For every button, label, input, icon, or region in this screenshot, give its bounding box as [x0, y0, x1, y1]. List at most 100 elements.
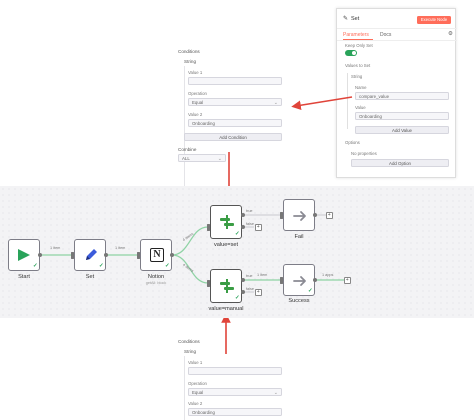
value1-field[interactable] [188, 77, 282, 85]
string-label: String [184, 59, 197, 64]
keep-only-set-label: Keep Only Set [345, 43, 373, 48]
set-input-port[interactable] [71, 252, 74, 259]
fail-add-node-button[interactable]: + [326, 212, 333, 219]
tab-active-underline [343, 39, 373, 40]
success-check-icon: ✓ [99, 263, 104, 269]
tab-docs[interactable]: Docs [380, 32, 392, 38]
if-panel-top: Conditions String Value 1 Operation Equa… [174, 46, 286, 188]
success-add-node-button[interactable]: + [344, 277, 351, 284]
value1-label: Value 1 [188, 70, 203, 75]
if-manual-input-port[interactable] [207, 280, 210, 287]
if-set-input-port[interactable] [207, 224, 210, 231]
set-node-panel: ✎ Set Execute Node Parameters Docs ⚙ Kee… [336, 8, 457, 178]
conn-label-start-set: 1 item [50, 246, 61, 250]
value1-label: Value 1 [188, 360, 203, 365]
panel-header [337, 9, 457, 29]
if-set-add-node-button[interactable]: + [255, 224, 262, 231]
fail-output-port[interactable] [313, 213, 317, 217]
if-manual-node-title: value=manual [208, 306, 244, 312]
arrow-right-icon [293, 276, 306, 286]
success-input-port[interactable] [280, 277, 283, 284]
conn-notion-if-manual [171, 254, 209, 284]
success-check-icon: ✓ [165, 263, 170, 269]
notion-icon: N [150, 248, 164, 262]
connections [40, 214, 344, 293]
if-set-false-label: false [246, 222, 255, 226]
value1-field[interactable] [188, 367, 282, 375]
start-node-title: Start [18, 274, 30, 280]
start-output-port[interactable] [38, 253, 42, 257]
operation-value: Equal [192, 390, 204, 395]
if-manual-add-node-button[interactable]: + [255, 289, 262, 296]
notion-input-port[interactable] [137, 252, 140, 259]
operation-label: Operation [188, 381, 207, 386]
tabs-divider [337, 40, 457, 41]
notion-node[interactable]: N ✓ [140, 239, 172, 271]
if-set-node-title: value=set [213, 242, 239, 248]
success-check-icon: ✓ [235, 295, 240, 301]
if-manual-false-port[interactable] [241, 290, 245, 294]
success-node[interactable]: ✓ [283, 264, 315, 296]
value-value: Onboarding [359, 114, 382, 119]
condition-box [184, 66, 286, 188]
operation-select[interactable]: Equal ⌄ [188, 98, 282, 106]
if-panel-bottom: Conditions String Value 1 Operation Equa… [174, 336, 286, 420]
conn-notion-if-set [171, 226, 209, 256]
if-set-true-port[interactable] [241, 213, 245, 217]
values-to-set-label: Values to Set [345, 63, 371, 68]
if-set-node[interactable]: ✓ [210, 205, 242, 239]
if-manual-true-label: true [246, 274, 253, 278]
tab-parameters[interactable]: Parameters [343, 32, 369, 38]
notion-node-subtitle: getAll: block [145, 281, 167, 285]
add-condition-button[interactable]: Add Condition [184, 133, 282, 141]
notion-output-port[interactable] [170, 253, 174, 257]
values-box [347, 73, 451, 129]
conn-label-if-manual-success: 1 item [257, 273, 268, 277]
set-node[interactable]: ✓ [74, 239, 106, 271]
value2-field[interactable]: Onboarding [188, 119, 282, 127]
if-set-false-port[interactable] [241, 225, 245, 229]
operation-label: Operation [188, 91, 207, 96]
workflow-canvas[interactable]: 1 item 1 item 4 items 4 items 1 item 1 a… [0, 186, 474, 318]
set-output-port[interactable] [104, 253, 108, 257]
operation-select[interactable]: Equal ⌄ [188, 388, 282, 396]
arrow-right-icon [293, 211, 306, 221]
panel-title: Set [351, 16, 360, 22]
success-check-icon: ✓ [33, 263, 38, 269]
success-output-port[interactable] [313, 278, 317, 282]
no-properties-label: No properties [351, 151, 377, 156]
fail-node[interactable] [283, 199, 315, 231]
gear-icon[interactable]: ⚙ [448, 31, 453, 37]
condition-box [184, 356, 286, 420]
value-label: Value [355, 105, 366, 110]
fail-node-title: Fail [294, 234, 304, 240]
if-manual-node[interactable]: ✓ [210, 269, 242, 303]
play-icon [18, 249, 30, 261]
success-check-icon: ✓ [235, 231, 240, 237]
combine-select[interactable]: ALL ⌄ [178, 154, 226, 162]
value-field[interactable]: Onboarding [355, 112, 449, 120]
toggle-knob [352, 51, 356, 55]
fail-input-port[interactable] [280, 212, 283, 219]
value2-field[interactable]: Onboarding [188, 408, 282, 416]
string-label: String [351, 74, 363, 79]
name-field[interactable]: compare_value [355, 92, 449, 100]
arrow-set-to-if [291, 96, 353, 110]
chevron-down-icon: ⌄ [273, 390, 278, 396]
value2-label: Value 2 [188, 401, 203, 406]
name-value: compare_value [359, 94, 390, 99]
execute-node-button[interactable]: Execute Node [417, 16, 451, 24]
if-manual-true-port[interactable] [241, 278, 245, 282]
keep-only-set-toggle[interactable] [345, 50, 357, 56]
if-manual-false-label: false [246, 287, 255, 291]
operation-value: Equal [192, 100, 204, 105]
pen-icon: ✎ [343, 16, 349, 22]
start-node[interactable]: ✓ [8, 239, 40, 271]
combine-value: ALL [182, 156, 190, 161]
if-icon [220, 215, 234, 229]
conn-label-set-notion: 1 item [115, 246, 126, 250]
add-option-button[interactable]: Add Option [351, 159, 449, 167]
name-label: Name [355, 85, 367, 90]
combine-label: Combine [178, 147, 197, 152]
add-value-button[interactable]: Add Value [355, 126, 449, 134]
